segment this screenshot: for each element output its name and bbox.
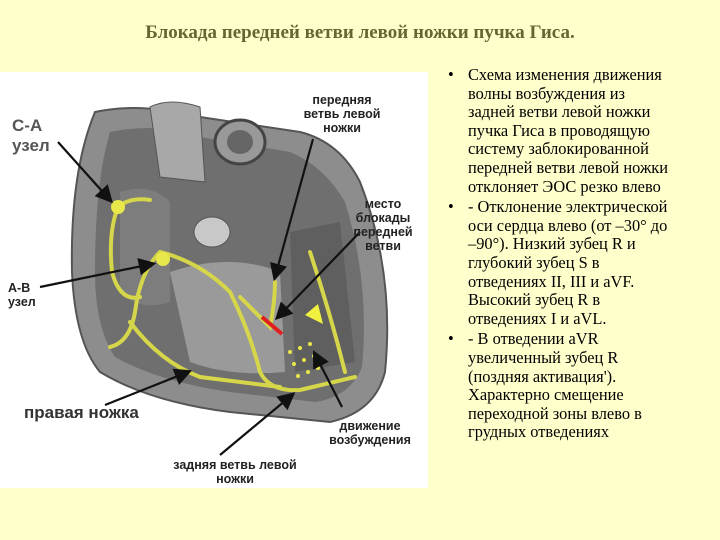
text-line: Высокий зубец R в — [468, 290, 601, 310]
label-line: ветвь левой — [303, 107, 381, 121]
text-line: увеличенный зубец R — [468, 347, 619, 367]
label-line: ножки — [323, 121, 361, 135]
label-sa-node: С-А узел — [12, 116, 50, 156]
heart-conduction-diagram: С-А узел А-В узел передняя ветвь левой н… — [0, 72, 428, 488]
text-line: отведениях II, III и aVF. — [468, 271, 635, 291]
label-line: движение — [339, 419, 401, 433]
label-right-bundle: правая ножка — [24, 403, 139, 423]
label-block-site: место блокады передней ветви — [348, 197, 418, 253]
bullet-list: • Схема изменения движения волны возбужд… — [446, 65, 718, 444]
label-line: передняя — [312, 93, 372, 107]
bullet-item: • - В отведении aVR увеличенный зубец R … — [446, 330, 718, 442]
label-excitation: движение возбуждения — [320, 419, 420, 447]
label-line: А-В — [8, 281, 31, 295]
label-anterior-branch: передняя ветвь левой ножки — [292, 93, 392, 135]
bullet-icon: • — [448, 197, 454, 217]
label-line: узел — [12, 136, 50, 155]
text-line: задней ветви левой ножки — [468, 102, 651, 122]
text-line: (поздняя активация'). — [468, 366, 617, 386]
text-line: отведениях I и aVL. — [468, 308, 607, 328]
label-line: узел — [8, 295, 36, 309]
bullet-item: • - Отклонение электрической оси сердца … — [446, 198, 718, 328]
text-line: - Отклонение электрической — [468, 197, 668, 217]
label-line: правая ножка — [24, 403, 139, 422]
heart-illustration — [39, 101, 389, 456]
bullet-item: • Схема изменения движения волны возбужд… — [446, 65, 718, 196]
bullet-icon: • — [448, 329, 454, 349]
label-av-node: А-В узел — [8, 281, 36, 309]
label-line: С-А — [12, 116, 43, 135]
text-line: пучка Гиса в проводящую — [468, 120, 651, 140]
text-line: отклоняет ЭОС резко влево — [468, 176, 661, 196]
label-line: место — [364, 197, 402, 211]
label-line: возбуждения — [329, 433, 411, 447]
text-line: Характерно смещение — [468, 385, 624, 405]
text-line: –90°). Низкий зубец R и — [468, 234, 636, 254]
label-line: ножки — [216, 472, 254, 486]
text-line: волны возбуждения из — [468, 83, 626, 103]
bullet-icon: • — [448, 65, 454, 84]
label-line: задняя ветвь левой — [173, 458, 297, 472]
label-line: ветви — [365, 239, 401, 253]
text-line: систему заблокированной — [468, 139, 649, 159]
text-line: Схема изменения движения — [468, 65, 662, 84]
text-line: глубокий зубец S в — [468, 252, 600, 272]
label-posterior-branch: задняя ветвь левой ножки — [160, 458, 310, 486]
text-line: оси сердца влево (от –30° до — [468, 215, 668, 235]
label-line: блокады — [355, 211, 411, 225]
text-line: грудных отведениях — [468, 422, 610, 442]
slide-title: Блокада передней ветви левой ножки пучка… — [145, 22, 575, 43]
label-line: передней — [353, 225, 413, 239]
text-line: передней ветви левой ножки — [468, 157, 669, 177]
text-line: переходной зоны влево в — [468, 403, 642, 423]
text-line: - В отведении aVR — [468, 329, 599, 349]
